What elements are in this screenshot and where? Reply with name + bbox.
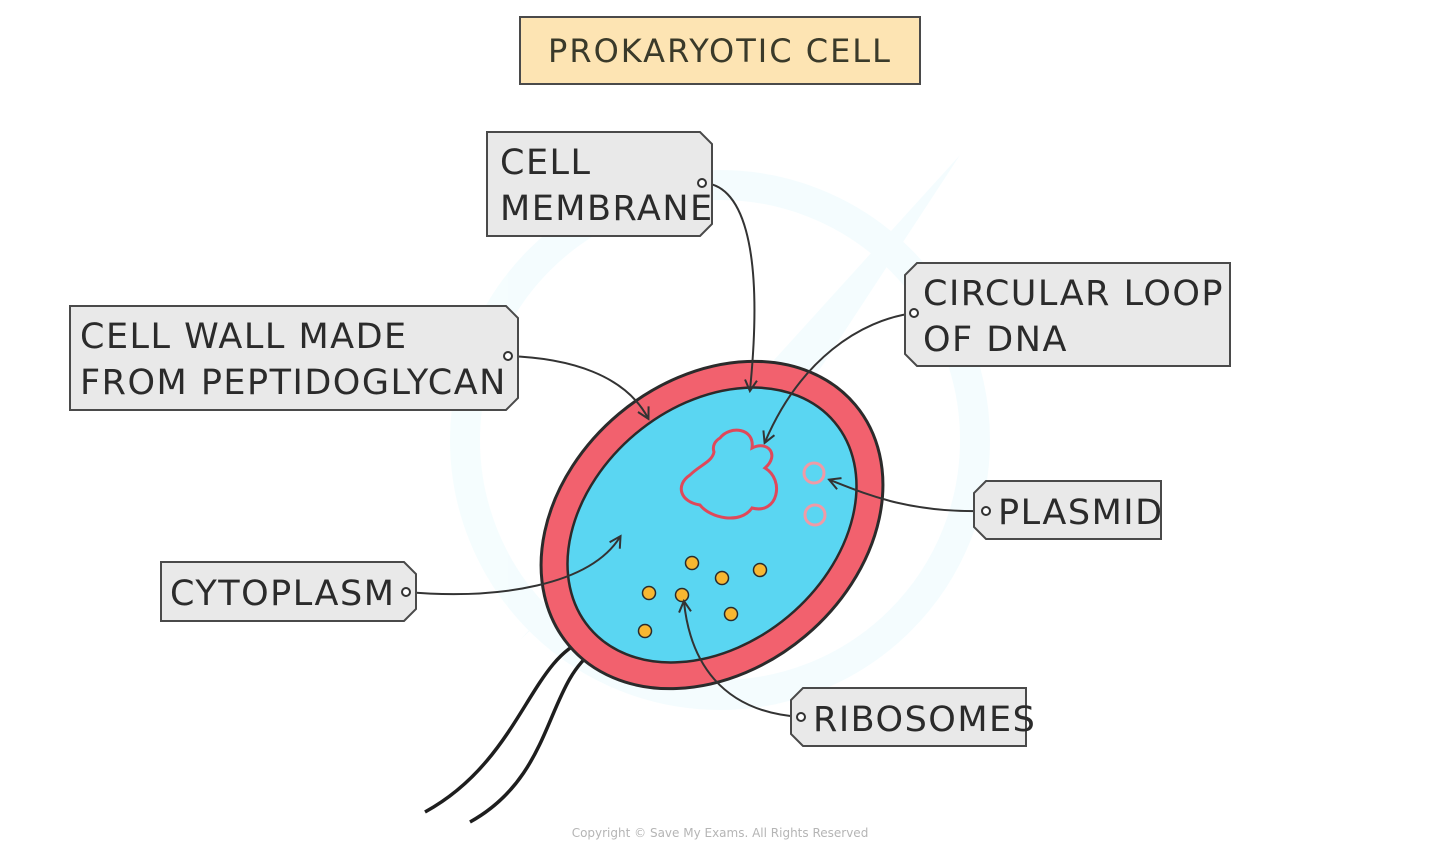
ribosome (674, 587, 690, 603)
label-dna: CIRCULAR LOOP OF DNA (904, 262, 1231, 367)
dna-loop (679, 428, 779, 520)
leader-ribosomes (684, 602, 802, 718)
leader-lines (405, 182, 987, 718)
label-cell-wall: CELL WALL MADE FROM PEPTIDOGLYCAN (69, 305, 519, 411)
dna-line-1: CIRCULAR LOOP (923, 274, 1224, 314)
ribosome (684, 555, 700, 571)
label-ribosomes: RIBOSOMES (790, 687, 1036, 747)
ribosome (641, 585, 657, 601)
cytoplasm-region (566, 386, 858, 664)
leader-plasmid (830, 480, 987, 513)
plasmid-ring (802, 461, 826, 485)
title-box: PROKARYOTIC CELL (519, 16, 921, 85)
ribosomes-label: RIBOSOMES (813, 700, 1036, 740)
leader-dna (765, 312, 915, 442)
label-cell-membrane: CELL MEMBRANE (486, 131, 714, 237)
leader-cell-membrane (701, 182, 754, 390)
plasmid-label: PLASMID (998, 493, 1164, 533)
cell-wall-line-1: CELL WALL MADE (80, 317, 408, 357)
cell-membrane-line-2: MEMBRANE (500, 189, 714, 229)
ribosome (723, 606, 739, 622)
flagella (424, 638, 597, 824)
ribosome (752, 562, 768, 578)
leader-cell-wall (507, 355, 648, 418)
bacterial-cell (539, 359, 885, 691)
dna-line-2: OF DNA (923, 320, 1068, 360)
ribosome (637, 623, 653, 639)
cell-membrane-line-1: CELL (500, 143, 592, 183)
copyright-notice: Copyright © Save My Exams. All Rights Re… (572, 826, 869, 840)
ribosome (714, 570, 730, 586)
page-title: PROKARYOTIC CELL (548, 32, 892, 70)
label-plasmid: PLASMID (973, 480, 1164, 540)
label-cytoplasm: CYTOPLASM (160, 561, 417, 622)
cell-wall-line-2: FROM PEPTIDOGLYCAN (80, 363, 507, 403)
plasmid-ring (803, 503, 827, 527)
leader-cytoplasm (405, 537, 620, 596)
cytoplasm-label: CYTOPLASM (170, 574, 395, 614)
